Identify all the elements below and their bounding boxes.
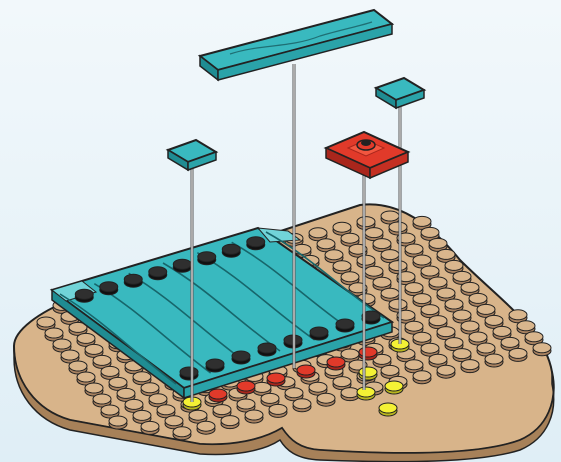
tan-stud bbox=[413, 371, 431, 384]
tan-stud bbox=[109, 416, 127, 429]
dark-stud-front bbox=[232, 351, 250, 364]
red-marker bbox=[267, 373, 285, 386]
tan-stud bbox=[437, 365, 455, 378]
dark-stud-back bbox=[75, 289, 93, 302]
tan-stud bbox=[533, 343, 551, 356]
dark-stud-back bbox=[124, 274, 142, 287]
tan-stud bbox=[245, 410, 263, 423]
red-marker bbox=[297, 365, 315, 378]
dark-stud-back bbox=[198, 252, 216, 265]
dark-stud-back bbox=[173, 259, 191, 272]
tan-stud bbox=[141, 421, 159, 434]
dark-stud-back bbox=[149, 267, 167, 280]
red-marker bbox=[327, 357, 345, 370]
yellow-marker bbox=[359, 367, 377, 380]
tan-stud bbox=[269, 404, 287, 417]
red-marker bbox=[209, 389, 227, 402]
dark-stud-front bbox=[336, 319, 354, 332]
dark-stud-back bbox=[222, 244, 240, 257]
dark-stud-front bbox=[206, 359, 224, 372]
tan-stud bbox=[317, 393, 335, 406]
tan-stud bbox=[461, 360, 479, 373]
dark-stud-front bbox=[310, 327, 328, 340]
tan-stud bbox=[173, 427, 191, 440]
yellow-marker bbox=[379, 403, 397, 416]
tan-stud bbox=[509, 348, 527, 361]
dark-stud-back bbox=[100, 282, 118, 295]
tan-stud bbox=[221, 416, 239, 429]
yellow-marker bbox=[385, 381, 403, 394]
dark-stud-back bbox=[247, 237, 265, 250]
red-plate-stud-hole bbox=[361, 140, 371, 146]
tan-stud bbox=[293, 399, 311, 412]
dark-stud-front bbox=[258, 343, 276, 356]
red-marker bbox=[359, 347, 377, 360]
tan-stud bbox=[485, 354, 503, 367]
dark-stud-front bbox=[180, 367, 198, 380]
tan-stud bbox=[341, 388, 359, 401]
yellow-marker bbox=[357, 387, 375, 400]
red-marker bbox=[237, 381, 255, 394]
tan-stud bbox=[197, 421, 215, 434]
